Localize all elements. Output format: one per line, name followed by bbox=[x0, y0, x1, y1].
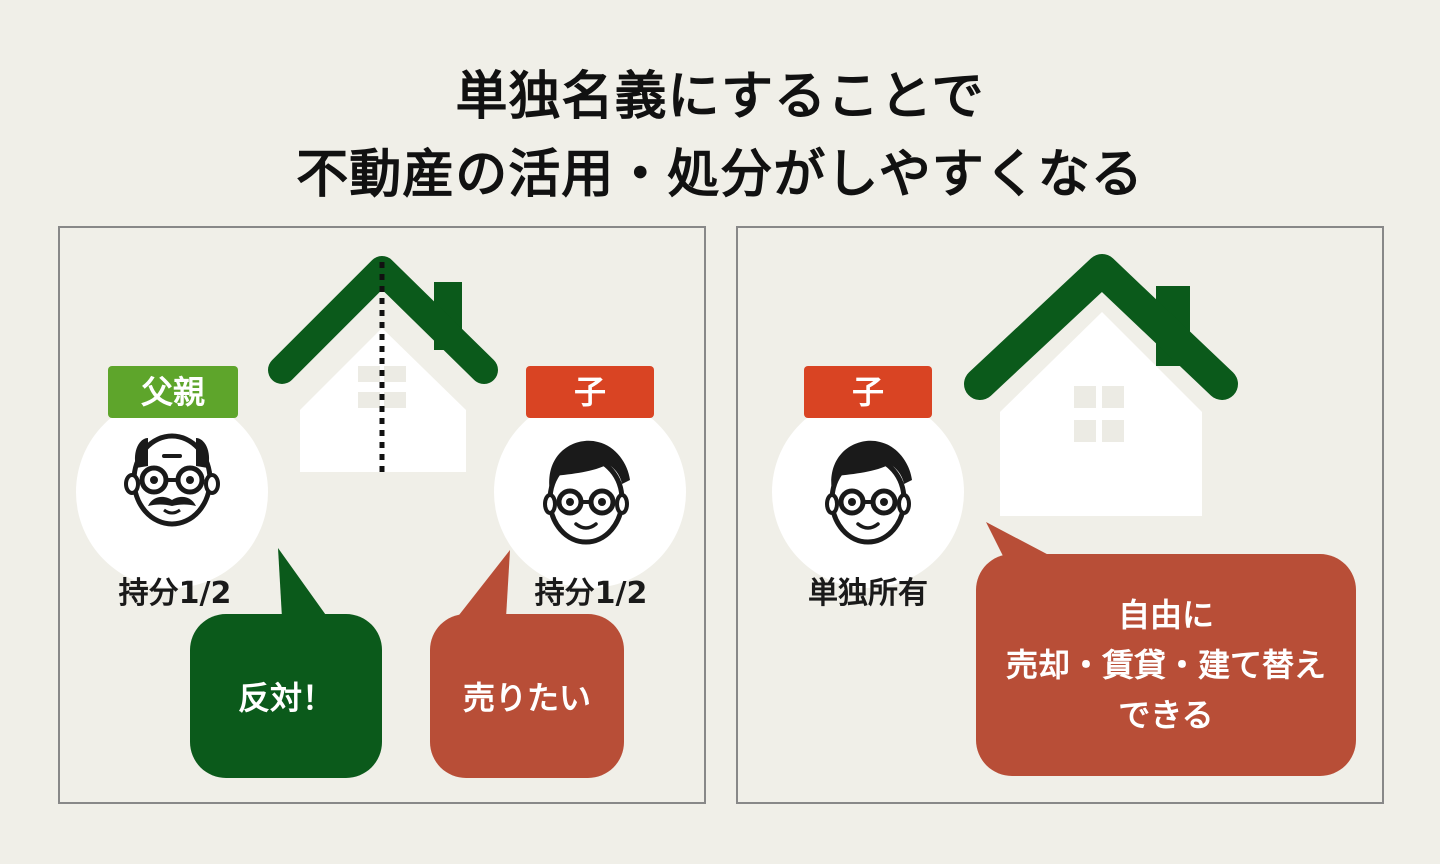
child-speech-text: 売りたい bbox=[462, 679, 591, 717]
child-bubble-tail bbox=[452, 550, 510, 624]
sole-ownership-label: 単独所有 bbox=[808, 576, 928, 611]
child-tag: 子 bbox=[526, 366, 654, 418]
father-tag: 父親 bbox=[108, 366, 238, 418]
father-face-icon bbox=[124, 433, 220, 527]
child-speech-bubble: 売りたい bbox=[430, 614, 624, 778]
shared-house-icon bbox=[268, 256, 498, 472]
father-share-label: 持分1/2 bbox=[118, 576, 232, 611]
father-speech-text: 反対！ bbox=[237, 679, 334, 717]
speech-bubble-tail bbox=[986, 522, 1062, 562]
child-tag: 子 bbox=[804, 366, 932, 418]
house-icon bbox=[964, 254, 1238, 516]
co-ownership-panel: 父親 持分1/2 子 持分1/2 反対！ 売りたい bbox=[58, 226, 706, 804]
sole-ownership-panel: 子 単独所有 自由に 売却・賃貸・建て替え できる bbox=[736, 226, 1384, 804]
speech-line-2: 売却・賃貸・建て替え bbox=[1005, 646, 1326, 684]
child-face-icon bbox=[543, 440, 630, 545]
father-speech-bubble: 反対！ bbox=[190, 614, 382, 778]
child-face-icon bbox=[825, 440, 912, 545]
child-share-label: 持分1/2 bbox=[534, 576, 648, 611]
page-title: 単独名義にすることで 不動産の活用・処分がしやすくなる bbox=[0, 58, 1440, 214]
father-bubble-tail bbox=[278, 548, 328, 618]
title-line-1: 単独名義にすることで bbox=[455, 67, 985, 127]
speech-line-3: できる bbox=[1118, 696, 1214, 734]
freedom-speech-bubble: 自由に 売却・賃貸・建て替え できる bbox=[976, 554, 1356, 776]
title-line-2: 不動産の活用・処分がしやすくなる bbox=[296, 145, 1144, 205]
speech-line-1: 自由に bbox=[1117, 596, 1214, 634]
